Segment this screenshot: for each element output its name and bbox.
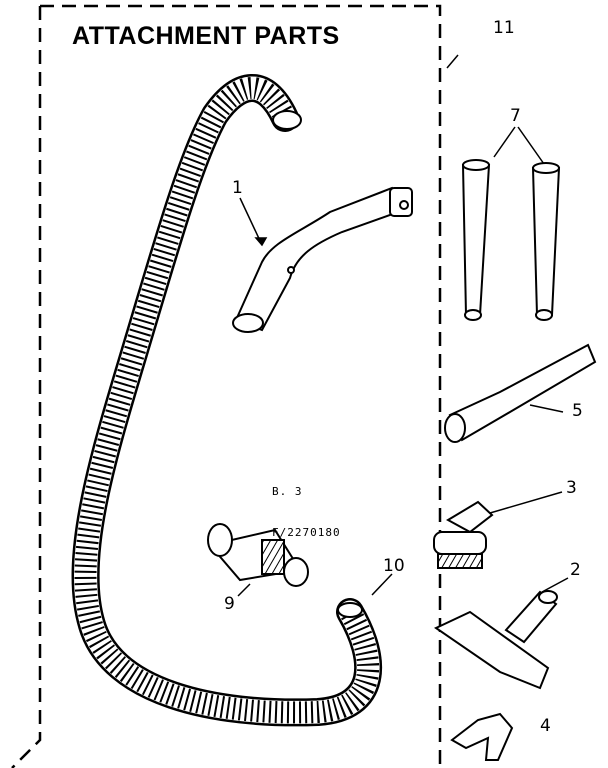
callout-11: 11 [493,18,515,38]
page-title: ATTACHMENT PARTS [72,22,340,50]
callout-9: 9 [224,594,235,614]
callout-10: 10 [383,556,405,576]
callout-2: 2 [570,560,581,580]
adapter-drawing [207,523,309,587]
model-code-line2: F/2270180 [272,525,341,539]
hose-drawing [71,74,383,727]
extension-wands-drawing [461,159,561,321]
callout-5: 5 [572,401,583,421]
dashed-frame [11,4,442,768]
callout-3: 3 [566,478,577,498]
model-code: B. 3 F/2270180 [272,457,341,553]
callout-7: 7 [510,106,521,126]
leader-lines [237,54,569,597]
crevice-tool-drawing [444,343,597,443]
dusting-brush-drawing [433,500,494,569]
callout-4: 4 [540,716,551,736]
wand-handle-drawing [232,186,413,333]
floor-tool-drawing [433,590,558,690]
model-code-line1: B. 3 [272,484,303,498]
upholstery-tool-drawing [450,712,514,761]
callout-1: 1 [232,178,243,198]
